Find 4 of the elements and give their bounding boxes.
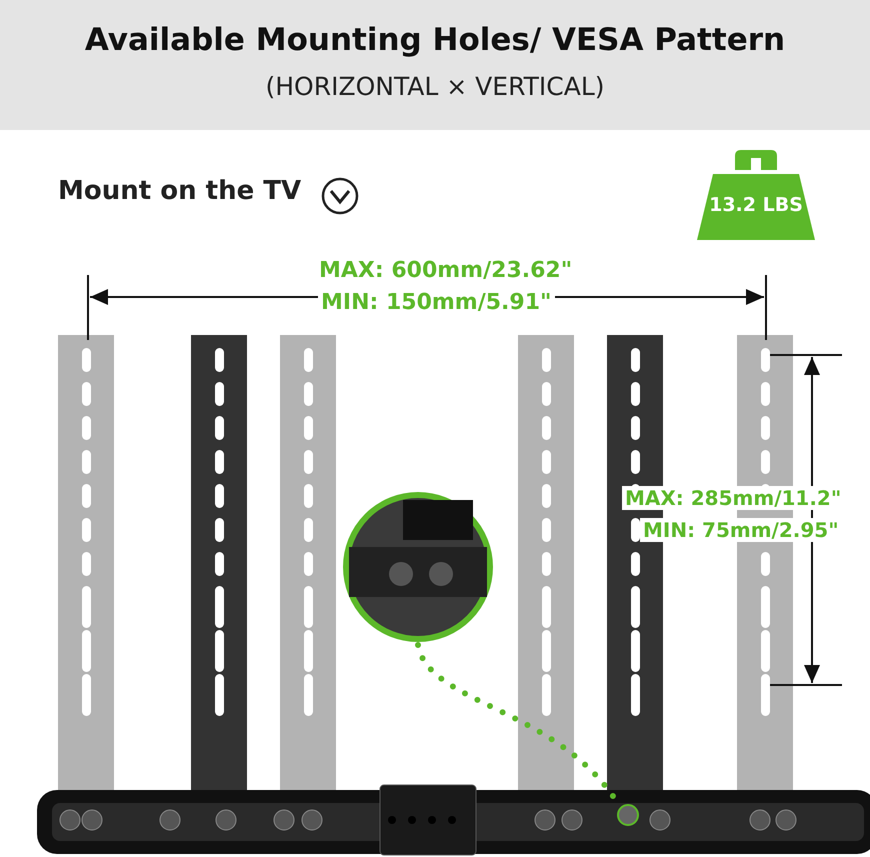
title: Available Mounting Holes/ VESA Pattern: [84, 22, 786, 58]
section-heading: Mount on the TV: [58, 176, 302, 206]
subtitle: (HORIZONTAL × VERTICAL): [264, 72, 606, 101]
magnifier-inset: [343, 492, 493, 642]
